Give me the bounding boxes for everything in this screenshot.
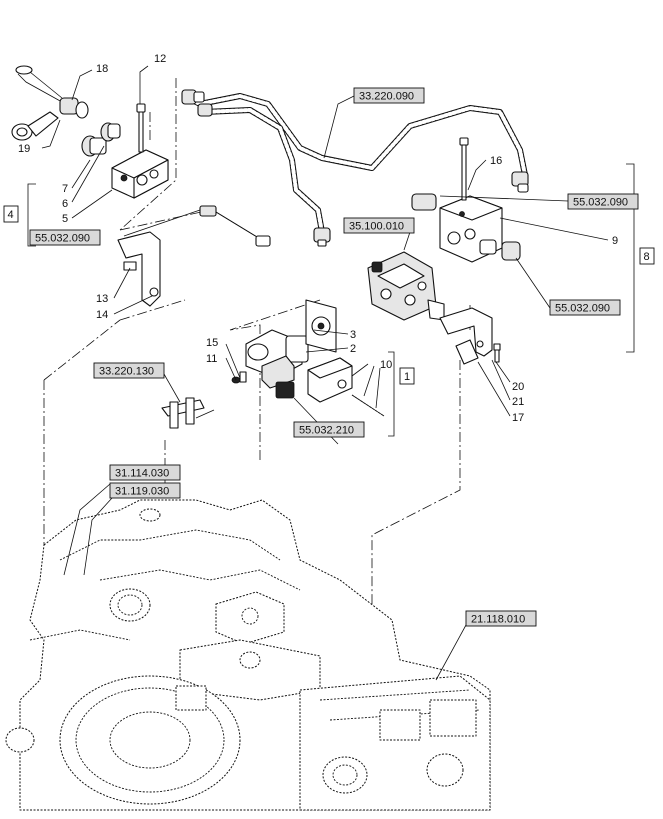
main-control-valve — [367, 251, 445, 321]
cap-with-strap-18-19 — [11, 65, 89, 141]
ref-55-032-090-top[interactable]: 55.032.090 — [567, 193, 639, 210]
svg-text:4: 4 — [8, 209, 14, 221]
callout-15: 15 — [206, 337, 218, 349]
svg-text:33.220.130: 33.220.130 — [99, 366, 154, 378]
callout-14: 14 — [96, 309, 108, 321]
hose-fitting-left — [181, 89, 213, 117]
solenoid-valve-group — [231, 329, 385, 417]
callout-9: 9 — [612, 235, 618, 247]
svg-text:55.032.090: 55.032.090 — [555, 303, 610, 315]
svg-text:55.032.210: 55.032.210 — [299, 425, 354, 437]
svg-text:8: 8 — [644, 251, 650, 263]
callout-3: 3 — [350, 329, 356, 341]
seal-kit-label — [305, 299, 337, 353]
callout-18: 18 — [96, 63, 108, 75]
callout-5: 5 — [62, 213, 68, 225]
boxed-callout-1: 1 — [399, 367, 415, 385]
svg-text:55.032.090: 55.032.090 — [573, 197, 628, 209]
bracket-17 — [439, 307, 493, 365]
ref-33-220-130[interactable]: 33.220.130 — [93, 362, 165, 379]
svg-text:35.100.010: 35.100.010 — [349, 221, 404, 233]
sensor-cable — [199, 205, 271, 247]
bracket-13-14 — [117, 231, 161, 307]
valve-block-left — [111, 149, 169, 199]
callout-12: 12 — [154, 53, 166, 65]
boxed-callout-8: 8 — [639, 247, 655, 265]
ref-33-220-090[interactable]: 33.220.090 — [353, 87, 425, 104]
callout-7: 7 — [62, 183, 68, 195]
bolts-20-21 — [493, 343, 501, 363]
svg-text:21.118.010: 21.118.010 — [471, 614, 525, 626]
ref-55-032-210[interactable]: 55.032.210 — [293, 421, 365, 438]
group-brackets — [27, 163, 635, 437]
hose-fitting-lower — [313, 227, 331, 247]
bracket-33220130 — [161, 397, 215, 429]
callout-10: 10 — [380, 359, 392, 371]
ref-21-118-010[interactable]: 21.118.010 — [465, 610, 537, 627]
callout-2: 2 — [350, 343, 356, 355]
svg-text:1: 1 — [404, 371, 410, 383]
transmission-housing — [5, 499, 491, 811]
ref-35-100-010[interactable]: 35.100.010 — [343, 217, 415, 234]
ref-31-119-030[interactable]: 31.119.030 — [109, 482, 181, 499]
callout-19: 19 — [18, 143, 30, 155]
callout-numbers: 12 18 19 7 6 5 13 14 15 11 3 2 10 16 9 2… — [18, 53, 618, 424]
callout-16: 16 — [490, 155, 502, 167]
hydraulic-hose-assembly — [181, 89, 529, 247]
bolt-16 — [459, 137, 469, 201]
callout-17: 17 — [512, 412, 524, 424]
leader-lines — [41, 65, 609, 681]
bolt-12 — [136, 103, 146, 153]
svg-text:31.119.030: 31.119.030 — [115, 486, 169, 498]
callout-13: 13 — [96, 293, 108, 305]
callout-6: 6 — [62, 198, 68, 210]
svg-text:33.220.090: 33.220.090 — [359, 91, 414, 103]
hose-fitting-right — [511, 171, 529, 193]
svg-text:55.032.090: 55.032.090 — [35, 233, 90, 245]
boxed-callout-4: 4 — [3, 205, 19, 223]
ref-55-032-090-right[interactable]: 55.032.090 — [549, 299, 621, 316]
ref-55-032-090-left[interactable]: 55.032.090 — [29, 229, 101, 246]
ref-31-114-030[interactable]: 31.114.030 — [109, 464, 181, 481]
valve-block-right — [411, 193, 521, 263]
svg-text:31.114.030: 31.114.030 — [115, 468, 169, 480]
callout-11: 11 — [206, 353, 217, 365]
callout-21: 21 — [512, 396, 524, 408]
callout-20: 20 — [512, 381, 524, 393]
fitting-6-7 — [81, 122, 121, 157]
